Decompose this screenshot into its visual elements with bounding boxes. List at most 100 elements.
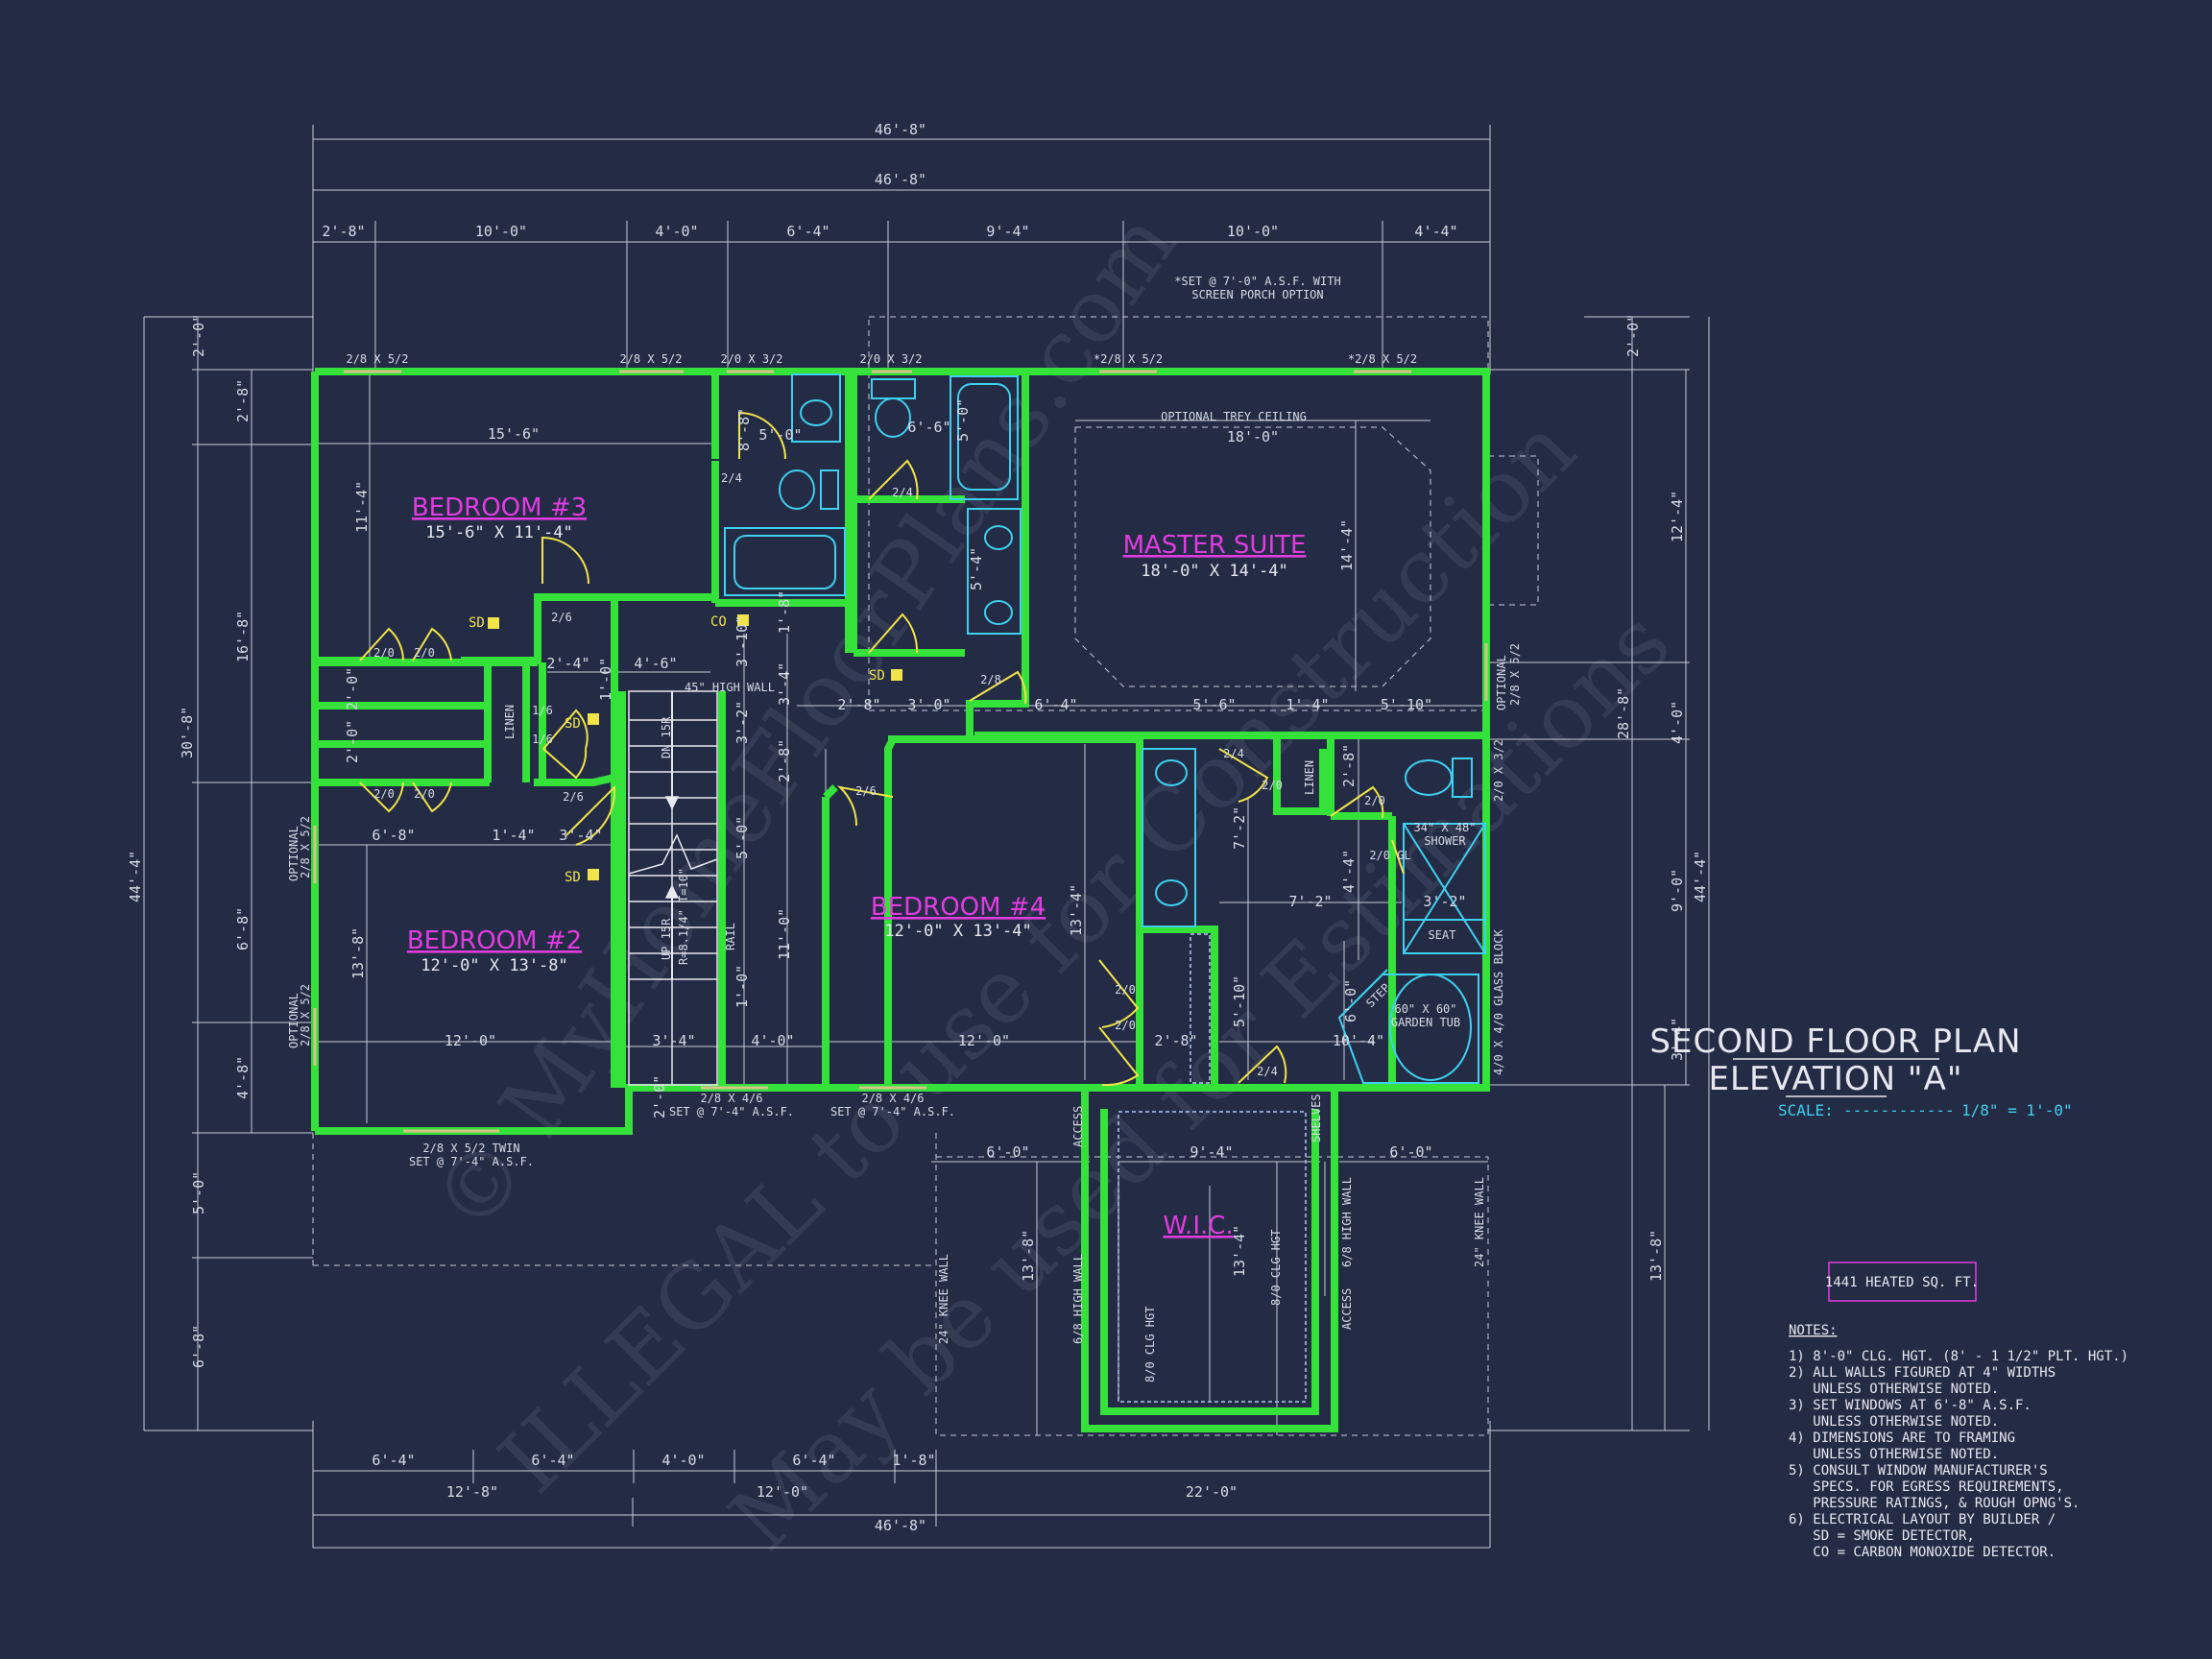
door-size: 2/4	[1223, 747, 1244, 760]
sink-bath1	[791, 373, 841, 443]
dim-bed2-a: 6'-8"	[372, 827, 415, 844]
scale-value: 1/8" = 1'-0"	[1961, 1101, 2073, 1119]
smoke-detector-label: SD	[469, 615, 485, 631]
dim-hall-v7: 11'-0"	[776, 908, 793, 960]
smoke-detector-label: SD	[565, 870, 581, 885]
seat-label: SEAT	[1429, 928, 1456, 942]
room-size-bedroom-2: 12'-0" X 13'-8"	[421, 956, 568, 975]
detector-boxes	[488, 614, 902, 880]
walls	[311, 368, 1490, 1432]
note-line: 6) ELECTRICAL LAYOUT BY BUILDER /	[1789, 1512, 2056, 1527]
door-size: 2/0	[414, 646, 435, 660]
trey-dim: 18'-0"	[1227, 428, 1279, 445]
access-label-2: ACCESS	[1340, 1288, 1354, 1330]
door-size: 2/0	[1364, 794, 1385, 807]
window-label: OPTIONAL	[287, 826, 301, 881]
dim-left-total: 44'-4"	[127, 851, 144, 902]
dim-top-seg: 10'-0"	[475, 223, 527, 240]
dim-left-a: 30'-8"	[179, 707, 196, 758]
note-line: 4) DIMENSIONS ARE TO FRAMING	[1789, 1431, 2015, 1446]
dim-hall-b: 4'-6"	[634, 655, 677, 672]
dim-bottom-overall: 46'-8"	[875, 1517, 926, 1534]
watermark: © MyHomeFloorPlans.com ILLEGAL to use fo…	[413, 194, 1690, 1571]
window-label: 2/8 X 4/6	[861, 1092, 924, 1105]
door-size: 1/6	[532, 733, 553, 746]
dim-left-e: 4'-8"	[234, 1056, 252, 1099]
dim-right-total: 44'-4"	[1692, 851, 1709, 902]
window-label: 2/0 X 3/2	[859, 352, 922, 366]
linen-label-2: LINEN	[1303, 760, 1316, 795]
window-label: 2/8 X 4/6	[700, 1092, 762, 1105]
heated-box	[1828, 1262, 1977, 1302]
co-detector-label: CO	[710, 614, 727, 630]
sd-box-3	[588, 869, 599, 880]
note-line: 1) 8'-0" CLG. HGT. (8' - 1 1/2" PLT. HGT…	[1789, 1349, 2128, 1364]
dim-right-c: 4'-0"	[1669, 701, 1686, 744]
window-label: 2/0 X 3/2	[720, 352, 782, 366]
dim-hall-v8: 1'-0"	[733, 965, 751, 1008]
room-size-master-suite: 18'-0" X 14'-4"	[1141, 562, 1288, 581]
heated-sqft: 1441 HEATED SQ. FT.	[1825, 1275, 1979, 1290]
smoke-detector-label: SD	[565, 716, 581, 732]
bathtub-bath2	[950, 375, 1019, 500]
dim-mb-e: 5'-10"	[1231, 975, 1248, 1027]
dim-mb-c: 4'-4"	[1340, 850, 1358, 893]
dim-top-seg: 4'-4"	[1414, 223, 1457, 240]
dim-hall-v3: 3'-4"	[776, 662, 793, 706]
door-size: 2/4	[1257, 1065, 1278, 1078]
stair-up-label: UP 15R	[660, 918, 673, 960]
note-line: 2) ALL WALLS FIGURED AT 4" WIDTHS	[1789, 1365, 2056, 1381]
dim-top-seg: 6'-4"	[786, 223, 830, 240]
scale-dashes: ------------	[1843, 1101, 1955, 1119]
dim-wic-left: 6'-0"	[986, 1143, 1029, 1161]
dim-mb-a: 7'-2"	[1231, 806, 1248, 850]
access-label-1: ACCESS	[1071, 1106, 1085, 1147]
dim-left-d: 6'-8"	[234, 907, 252, 950]
dim-master-height: 14'-4"	[1338, 519, 1356, 571]
dim-left-f: 5'-0"	[190, 1171, 207, 1214]
co-box	[737, 614, 749, 626]
sd-box-2	[588, 713, 599, 725]
tub-label: GARDEN TUB	[1391, 1016, 1460, 1029]
dim-mb-d: 2'-8"	[1340, 744, 1358, 787]
dim-m-a: 2'-8"	[837, 696, 880, 713]
note-line: SD = SMOKE DETECTOR,	[1789, 1528, 1975, 1544]
window-label: *2/8 X 5/2	[1348, 352, 1417, 366]
dim-left-c: 16'-8"	[234, 611, 252, 662]
door-size: 2/6	[855, 784, 877, 798]
window-label: 2/8 X 5/2	[346, 352, 408, 366]
dimension-lines	[143, 125, 1710, 1549]
notes-block: NOTES: 1) 8'-0" CLG. HGT. (8' - 1 1/2" P…	[1789, 1323, 2128, 1560]
note-line: PRESSURE RATINGS, & ROUGH OPNG'S.	[1789, 1496, 2080, 1511]
dim-bottom-seg: 4'-0"	[661, 1452, 705, 1469]
knee-wall-label-2: 24" KNEE WALL	[1473, 1177, 1486, 1267]
dim-mb-b: 7'-2"	[1288, 893, 1332, 910]
shower-label: SHOWER	[1424, 834, 1466, 848]
toilet-bath2	[875, 397, 911, 438]
plan-title: SECOND FLOOR PLAN	[1649, 1022, 2021, 1061]
dim-mb-h: 10'-4"	[1333, 1032, 1384, 1049]
dim-left-b: 2'-8"	[234, 379, 252, 422]
door-size: 2/0	[1115, 983, 1136, 997]
window-label: 4/0 X 4/0 GLASS BLOCK	[1492, 929, 1505, 1075]
dim-bed4-height: 13'-4"	[1068, 884, 1085, 936]
door-size: 2/0	[373, 787, 395, 801]
dim-wic-vert: 13'-8"	[1020, 1230, 1037, 1282]
vanity-bath2	[967, 508, 1022, 635]
dim-bath1-width: 5'-0"	[758, 426, 802, 444]
clg-hgt-label-1: 8/0 CLG HGT	[1143, 1307, 1157, 1382]
knee-wall-label-1: 24" KNEE WALL	[937, 1254, 950, 1344]
room-name-bedroom-3: BEDROOM #3	[412, 493, 587, 522]
dim-bed2-b: 1'-4"	[492, 827, 535, 844]
dim-bath2-width: 6'-6"	[907, 419, 950, 436]
dim-m-e: 1'-4"	[1286, 696, 1329, 713]
dim-mb-g: 6'-0"	[1342, 979, 1359, 1022]
window-label: *2/8 X 5/2	[1094, 352, 1163, 366]
dim-top-seg: 4'-0"	[655, 223, 698, 240]
dim-bath1-vert: 8'-8"	[735, 408, 753, 451]
door-size: 2/6	[551, 611, 572, 624]
dim-closet-2: 2'-0"	[344, 720, 361, 763]
window-label: SET @ 7'-4" A.S.F.	[669, 1105, 794, 1118]
dim-m-c: 6'-4"	[1034, 696, 1077, 713]
dim-bed2-width: 12'-0"	[445, 1032, 496, 1049]
